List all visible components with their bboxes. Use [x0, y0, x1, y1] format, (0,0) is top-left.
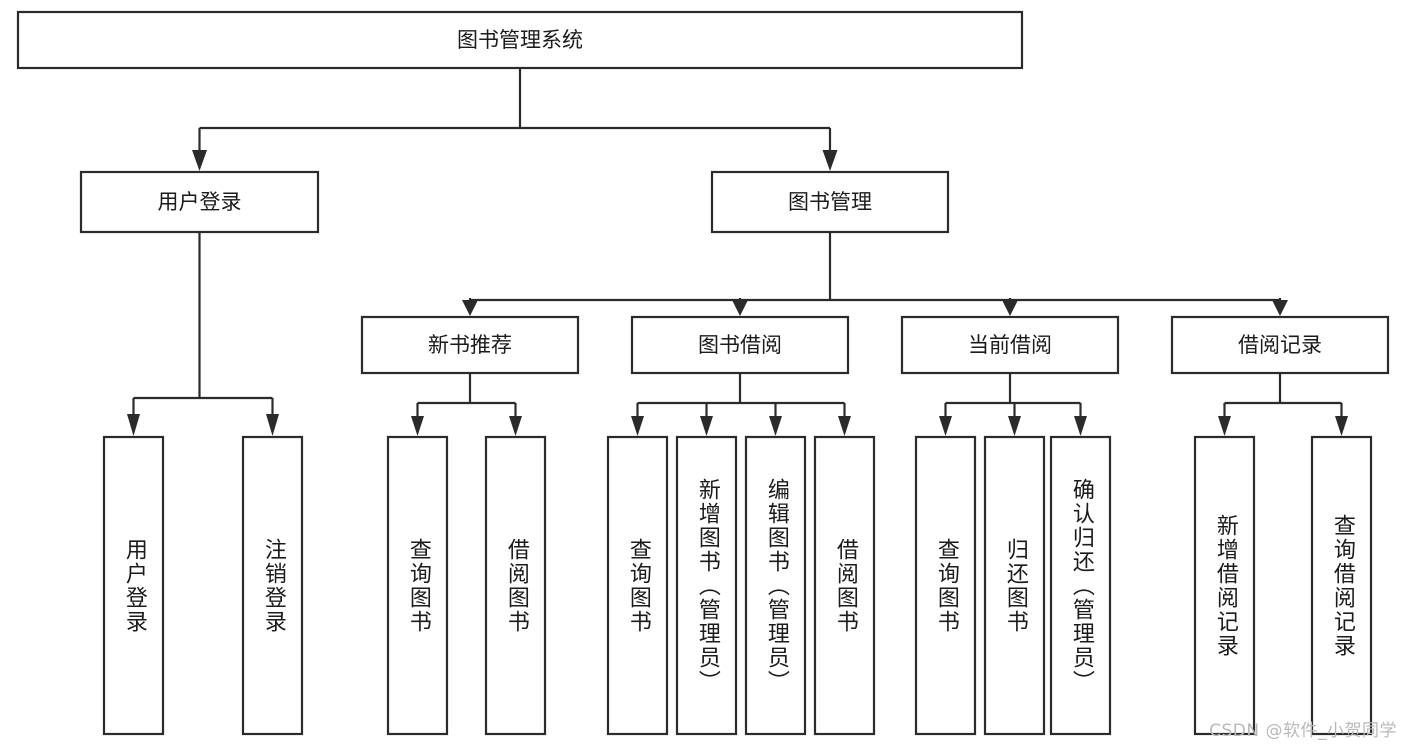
leaf-query-book-new-box[interactable] [386, 435, 449, 736]
leaf-add-record-box[interactable] [1193, 435, 1256, 736]
leaf-borrow-book-new-box[interactable] [484, 435, 547, 736]
node-borrow-record-box[interactable] [1170, 315, 1390, 375]
leaf-query-book-cb-box[interactable] [914, 435, 977, 736]
node-current-borrow-label: 当前借阅 [968, 333, 1052, 357]
arrow-new-book-rec [462, 300, 478, 316]
node-current-borrow[interactable]: 当前借阅 [900, 315, 1120, 375]
node-user-login[interactable]: 用户登录 [79, 170, 320, 234]
node-book-manage-label: 图书管理 [788, 190, 872, 214]
leaf-query-record-box[interactable] [1310, 435, 1373, 736]
node-book-borrow[interactable]: 图书借阅 [630, 315, 850, 375]
arrow-leaf-logout [266, 414, 279, 436]
arrow-current-borrow [1002, 300, 1018, 316]
arrow-leaf-return-book [1008, 416, 1021, 436]
leaf-query-book-bb-box[interactable] [606, 435, 669, 736]
leaf-edit-book-box[interactable] [744, 435, 807, 736]
node-new-book-rec-label: 新书推荐 [428, 333, 512, 357]
node-root[interactable]: 图书管理系统 [16, 10, 1024, 70]
leaf-user-login-box[interactable] [102, 435, 165, 736]
leaf-confirm-return-box[interactable] [1049, 435, 1112, 736]
leaf-return-book-box[interactable] [983, 435, 1046, 736]
arrow-leaf-query-record [1335, 416, 1348, 436]
node-new-book-rec-box[interactable] [360, 315, 580, 375]
arrow-leaf-query-book-cb [939, 416, 952, 436]
arrow-book-manage [822, 150, 838, 171]
connector-layer [127, 68, 1348, 436]
arrow-leaf-edit-book [769, 416, 782, 436]
arrow-user-login [192, 150, 207, 171]
arrow-book-borrow [732, 300, 748, 316]
node-borrow-record[interactable]: 借阅记录 [1170, 315, 1390, 375]
arrow-leaf-add-record [1218, 416, 1231, 436]
node-borrow-record-label: 借阅记录 [1238, 333, 1322, 357]
node-user-login-label: 用户登录 [158, 190, 242, 214]
arrow-leaf-borrow-book-new [509, 416, 522, 436]
arrow-leaf-confirm-return [1074, 416, 1087, 436]
arrow-leaf-query-book-new [411, 416, 424, 436]
leaf-borrow-book-bb-box[interactable] [813, 435, 876, 736]
leaf-logout-box[interactable] [241, 435, 304, 736]
node-new-book-rec[interactable]: 新书推荐 [360, 315, 580, 375]
arrow-leaf-query-book-bb [631, 416, 644, 436]
node-root-box[interactable] [16, 10, 1024, 70]
arrow-leaf-user-login [127, 414, 140, 436]
node-book-manage[interactable]: 图书管理 [710, 170, 950, 234]
leaf-box-layer [102, 435, 1373, 736]
node-book-manage-box[interactable] [710, 170, 950, 234]
node-book-borrow-label: 图书借阅 [698, 333, 782, 357]
node-user-login-box[interactable] [79, 170, 320, 234]
arrow-leaf-borrow-book-bb [838, 416, 851, 436]
leaf-add-book-box[interactable] [675, 435, 738, 736]
node-book-borrow-box[interactable] [630, 315, 850, 375]
node-root-label: 图书管理系统 [457, 28, 583, 52]
arrow-borrow-record [1272, 300, 1288, 316]
arrow-leaf-add-book [700, 416, 713, 436]
watermark-text: CSDN @软件_小贺同学 [1209, 721, 1397, 741]
node-current-borrow-box[interactable] [900, 315, 1120, 375]
